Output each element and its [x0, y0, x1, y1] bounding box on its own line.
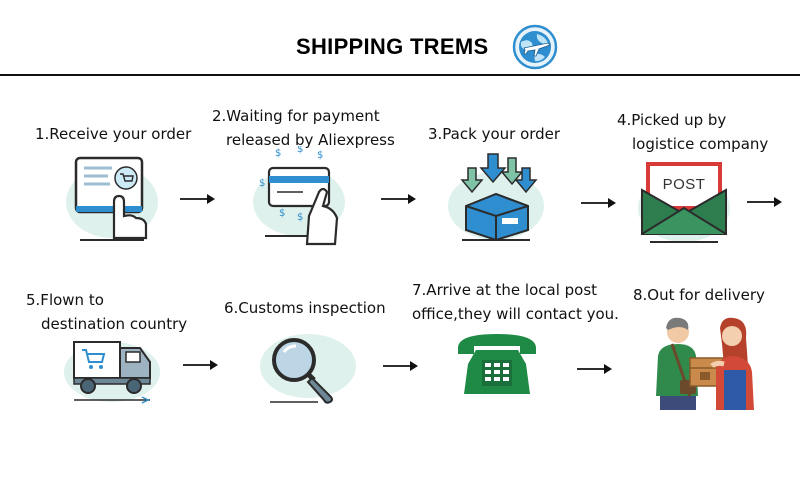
arrow-right-icon — [180, 194, 215, 204]
page-title: SHIPPING TREMS — [296, 34, 489, 59]
arrow-right-icon — [747, 197, 782, 207]
step-1-label: 1.Receive your order — [35, 125, 192, 143]
arrow-right-icon — [381, 194, 416, 204]
step-6-label: 6.Customs inspection — [224, 299, 386, 317]
post-envelope-icon: POST — [634, 156, 734, 246]
svg-text:$: $ — [259, 178, 265, 189]
card-payment-icon: $ $ $ $ $ $ — [253, 146, 345, 246]
step-5-label: 5.Flown to destination country — [26, 291, 188, 333]
svg-text:$: $ — [297, 146, 303, 155]
svg-text:$: $ — [279, 208, 285, 219]
step-2-label: 2.Waiting for payment released by Aliexp… — [212, 107, 395, 149]
magnifier-icon — [260, 334, 356, 404]
arrow-right-icon — [577, 364, 612, 374]
package-arrows-icon — [448, 153, 544, 242]
svg-text:$: $ — [317, 150, 323, 161]
arrow-right-icon — [581, 198, 616, 208]
delivery-truck-icon — [64, 341, 160, 404]
header-divider — [0, 74, 800, 76]
post-sign-label: POST — [662, 176, 706, 193]
step-3-label: 3.Pack your order — [428, 125, 561, 143]
svg-text:$: $ — [297, 212, 303, 223]
tablet-cart-tap-icon — [66, 156, 158, 241]
arrow-right-icon — [183, 360, 218, 370]
courier-handover-icon — [656, 317, 754, 410]
step-8-label: 8.Out for delivery — [633, 286, 765, 304]
step-7-label: 7.Arrive at the local post office,they w… — [412, 281, 619, 323]
step-4-label: 4.Picked up by logistice company — [617, 111, 769, 153]
telephone-icon — [458, 334, 536, 394]
svg-text:$: $ — [275, 148, 281, 159]
globe-airplane-icon — [512, 24, 558, 70]
arrow-right-icon — [383, 361, 418, 371]
header: SHIPPING TREMS — [0, 0, 800, 76]
